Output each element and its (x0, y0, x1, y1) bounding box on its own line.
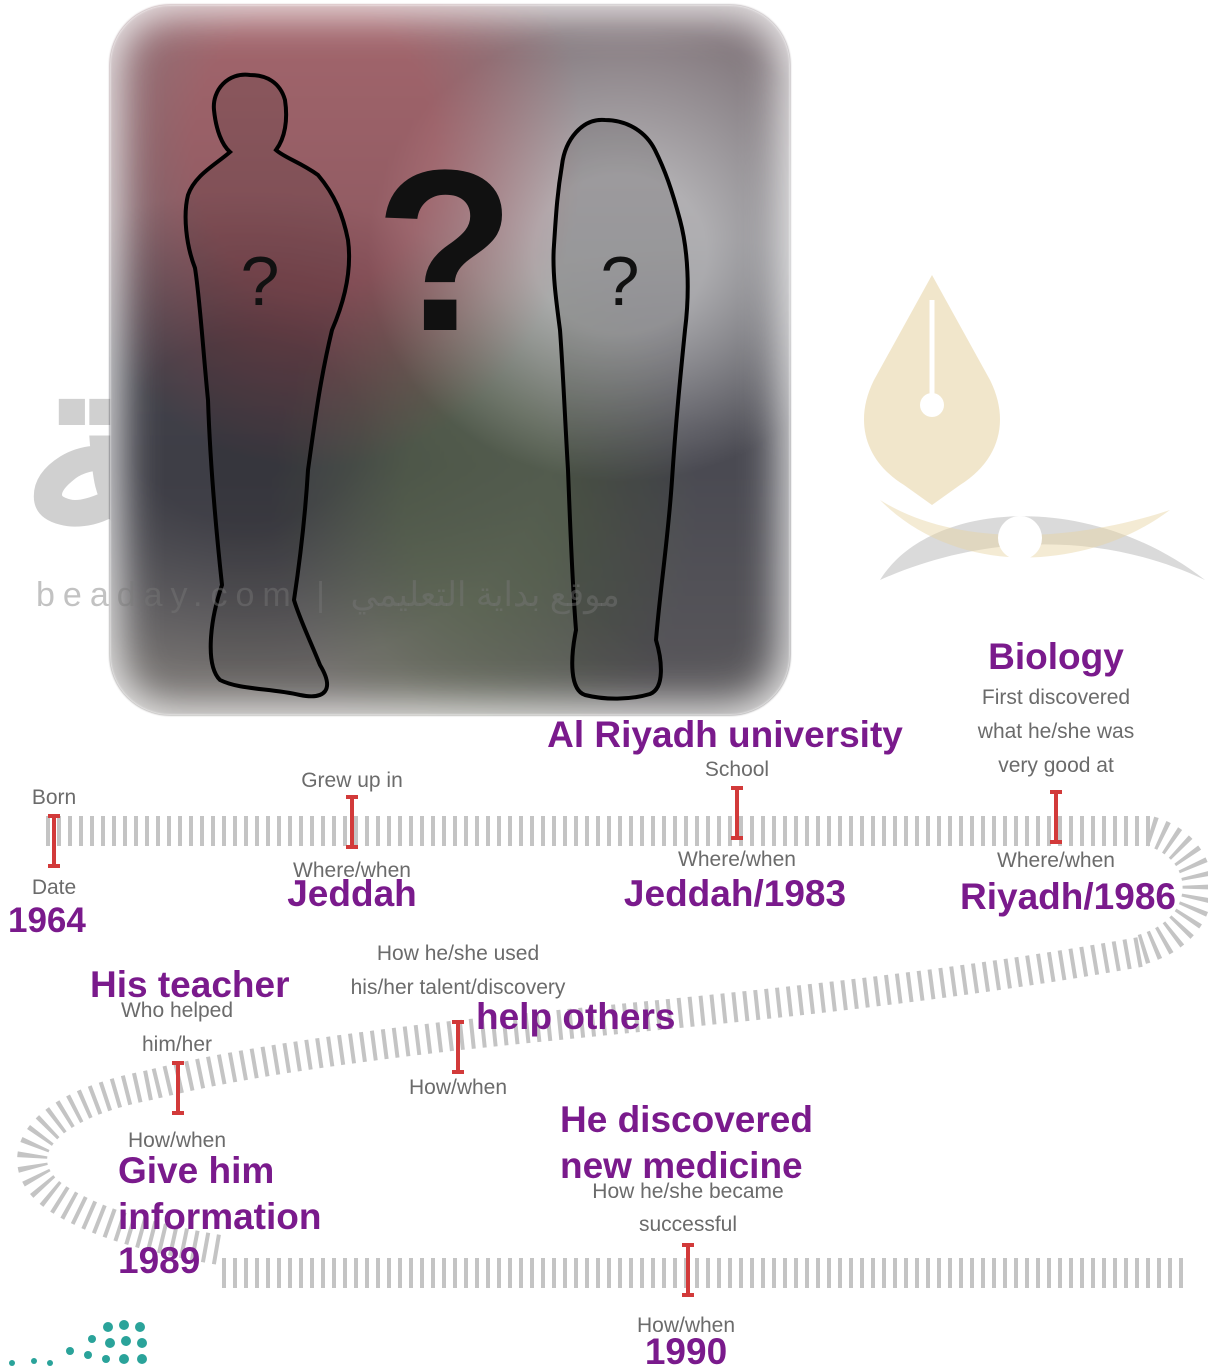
helper-value-1: Give him (118, 1151, 274, 1191)
success-value-1: He discovered (560, 1100, 813, 1140)
talent-label-1: First discovered (982, 682, 1130, 715)
school-sublabel: Where/when (678, 844, 796, 877)
school-value: Jeddah/1983 (624, 874, 846, 914)
school-value-top: Al Riyadh university (547, 715, 903, 755)
talent-label-2: what he/she was (978, 716, 1134, 749)
school-label: School (705, 754, 769, 787)
helper-label-1: Who helped (121, 995, 233, 1028)
helper-value-2: information (118, 1197, 321, 1237)
ministry-logo-icon (0, 1315, 160, 1370)
talent-value: Riyadh/1986 (960, 877, 1176, 917)
success-label-2: successful (639, 1209, 737, 1242)
grew-up-label: Grew up in (301, 765, 403, 798)
used-talent-label-1: How he/she used (377, 938, 539, 971)
success-value: 1990 (645, 1332, 727, 1372)
success-label-1: How he/she became (592, 1176, 783, 1209)
used-talent-sublabel: How/when (409, 1072, 507, 1105)
used-talent-value: help others (476, 997, 675, 1037)
talent-value-top: Biology (988, 637, 1124, 677)
helper-value-3: 1989 (118, 1241, 200, 1281)
talent-sublabel: Where/when (997, 845, 1115, 878)
born-label: Born (32, 782, 76, 815)
grew-up-value: Jeddah (287, 874, 417, 914)
track-segment-top (40, 816, 1150, 846)
born-value: 1964 (8, 902, 86, 940)
born-sublabel: Date (32, 872, 76, 905)
track-segment-bottom (215, 1258, 1190, 1288)
helper-label-2: him/her (142, 1029, 212, 1062)
talent-label-3: very good at (998, 750, 1114, 783)
